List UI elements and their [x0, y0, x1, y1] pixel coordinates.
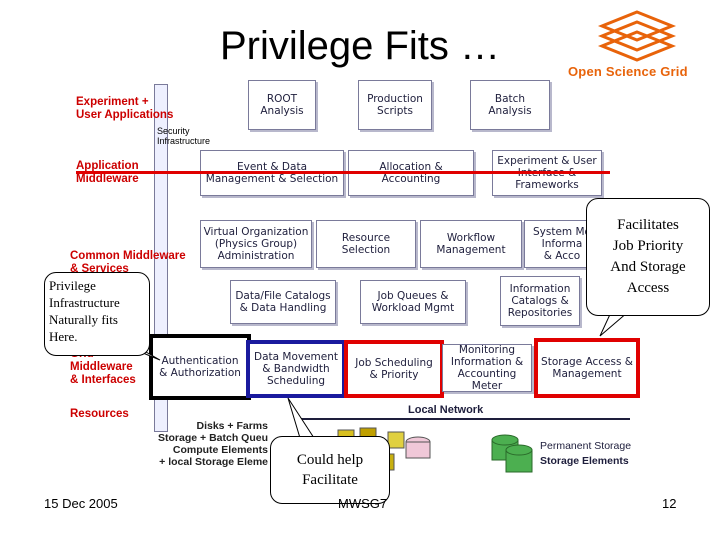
application-middleware-line — [76, 171, 610, 174]
storage-disks-icon — [491, 434, 533, 473]
resources-text: Disks + Farms Storage + Batch Queu Compu… — [158, 420, 268, 468]
box-storage-access: Storage Access & Management — [534, 338, 640, 398]
callout-could-help: Could help Facilitate — [270, 436, 390, 504]
box-virtual-organization: Virtual Organization (Physics Group) Adm… — [200, 220, 312, 268]
osg-logo-icon — [597, 10, 677, 62]
footer-date: 15 Dec 2005 — [44, 496, 118, 511]
box-data-movement: Data Movement & Bandwidth Scheduling — [246, 340, 346, 398]
callout-facilitates-text: Facilitates Job Priority And Storage Acc… — [610, 217, 686, 296]
footer-event: MWSG7 — [338, 496, 388, 511]
page-title: Privilege Fits … — [219, 24, 501, 68]
layer-label-experiment: Experiment + User Applications — [76, 96, 174, 121]
callout-could-help-text: Could help Facilitate — [296, 452, 364, 488]
box-root-analysis: ROOT Analysis — [248, 80, 316, 130]
box-job-queues: Job Queues & Workload Mgmt — [360, 280, 466, 324]
layer-label-resources: Resources — [70, 408, 129, 420]
local-network-label: Local Network — [408, 404, 484, 416]
permanent-storage-label: Permanent Storage — [540, 440, 632, 452]
callout-privilege-text: Privilege Infrastructure Naturally fits … — [49, 278, 120, 344]
box-batch-analysis: Batch Analysis — [470, 80, 550, 130]
box-information-catalogs: Information Catalogs & Repositories — [500, 276, 580, 326]
box-resource-selection: Resource Selection — [316, 220, 416, 268]
security-infrastructure-label: Security Infrastructure — [157, 126, 211, 146]
box-data-file-catalogs: Data/File Catalogs & Data Handling — [230, 280, 336, 324]
logo-text: Open Science Grid — [568, 64, 688, 79]
callout-facilitates: Facilitates Job Priority And Storage Acc… — [586, 198, 710, 316]
box-job-scheduling: Job Scheduling & Priority — [344, 340, 444, 398]
footer-page-number: 12 — [662, 496, 677, 511]
layer-label-application-middleware: Application Middleware — [76, 160, 139, 185]
local-network-line — [300, 418, 630, 420]
box-workflow-management: Workflow Management — [420, 220, 522, 268]
box-production-scripts: Production Scripts — [358, 80, 432, 130]
box-monitoring: Monitoring Information & Accounting Mete… — [442, 344, 532, 392]
callout-privilege-infrastructure: Privilege Infrastructure Naturally fits … — [44, 272, 150, 356]
storage-elements-label: Storage Elements — [540, 455, 629, 467]
